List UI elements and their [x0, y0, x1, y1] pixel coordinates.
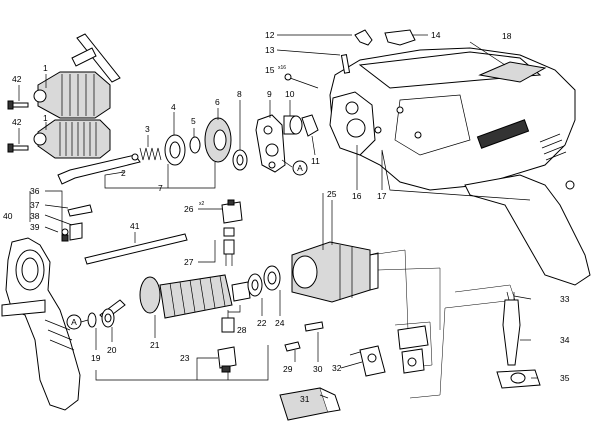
- leader-lines: [18, 34, 538, 399]
- callout-1b: 1: [43, 113, 48, 123]
- stator-part-25: [291, 241, 379, 303]
- part-14-bracket: [384, 29, 416, 46]
- callout-41: 41: [130, 221, 140, 231]
- gear-plate-part-9: [255, 114, 286, 173]
- callout-9: 9: [267, 89, 272, 99]
- callout-24: 24: [275, 318, 285, 328]
- callout-26: 26: [184, 204, 194, 214]
- brush-part-28: [221, 310, 235, 333]
- ring-part-5: [189, 136, 201, 154]
- callout-34: 34: [560, 335, 570, 345]
- part-13-pin: [340, 54, 351, 74]
- screws-42: [7, 100, 29, 153]
- callout-13: 13: [265, 45, 275, 55]
- callout-42a: 42: [12, 74, 22, 84]
- bushing-part-10: [283, 115, 303, 135]
- callout-31: 31: [300, 394, 310, 404]
- callout-38: 38: [30, 211, 40, 221]
- keyed-chuck: [33, 71, 111, 119]
- callout-33: 33: [560, 294, 570, 304]
- callout-14: 14: [431, 30, 441, 40]
- marker-a-bottom-label: A: [71, 317, 77, 327]
- callout-4: 4: [171, 102, 176, 112]
- callout-27: 27: [184, 257, 194, 267]
- callout-3: 3: [145, 124, 150, 134]
- armature-part-21: [99, 274, 251, 321]
- callout-36: 36: [30, 186, 40, 196]
- callout-18: 18: [502, 31, 512, 41]
- washer-part-8: [232, 149, 248, 171]
- bearing-part-22: [247, 273, 263, 297]
- bearing-part-20: [101, 308, 115, 328]
- marker-a-bottom: A: [66, 314, 89, 330]
- callout-labels: 1 1 2 3 4 5 6 7 8 9 10 11 12 13 14 15 x1…: [3, 30, 570, 404]
- callout-10: 10: [285, 89, 295, 99]
- callout-19: 19: [91, 353, 101, 363]
- callout-23: 23: [180, 353, 190, 363]
- clip-part-11: [301, 114, 319, 137]
- callout-2: 2: [121, 168, 126, 178]
- depth-stop-parts-36-39: [61, 204, 93, 242]
- gear-part-6: [204, 117, 232, 163]
- carbon-brush-part-27: [223, 227, 235, 266]
- callout-5: 5: [191, 116, 196, 126]
- bearing-part-24: [263, 265, 281, 291]
- spring-part-3: [139, 147, 162, 161]
- callout-8: 8: [237, 89, 242, 99]
- callout-20: 20: [107, 345, 117, 355]
- top-cover-part-18: [478, 61, 547, 83]
- callout-15: 15: [265, 65, 275, 75]
- marker-a-top: A: [292, 160, 308, 176]
- connectors-29-30: [284, 321, 324, 352]
- callout-29: 29: [283, 364, 293, 374]
- callout-17: 17: [377, 191, 387, 201]
- part-12-clip: [354, 29, 373, 46]
- callout-35: 35: [560, 373, 570, 383]
- chuck-key: [71, 33, 121, 83]
- callout-28: 28: [237, 325, 247, 335]
- callout-37: 37: [30, 200, 40, 210]
- main-housing: [329, 47, 591, 286]
- cable-protector-part-34: [502, 291, 521, 366]
- switch-part-32: [349, 345, 386, 377]
- callout-7: 7: [158, 183, 163, 193]
- capacitor-block: [397, 325, 429, 374]
- wiring: [369, 249, 516, 399]
- callout-32: 32: [332, 363, 342, 373]
- callout-21: 21: [150, 340, 160, 350]
- callout-12: 12: [265, 30, 275, 40]
- callout-11: 11: [311, 156, 320, 166]
- callout-26-qty: x2: [199, 201, 205, 207]
- depth-rod-part-41: [84, 233, 188, 265]
- side-handle: [1, 237, 81, 411]
- callout-15-qty: x16: [278, 65, 286, 71]
- cord-clamp-part-35: [496, 369, 541, 389]
- washer-part-19: [87, 312, 97, 328]
- callout-40: 40: [3, 211, 13, 221]
- callout-1a: 1: [43, 63, 48, 73]
- brush-holder-part-23: [217, 346, 237, 373]
- brush-holder-part-26: [221, 199, 243, 224]
- bearing-part-4: [164, 134, 186, 166]
- callout-16: 16: [352, 191, 362, 201]
- callout-6: 6: [215, 97, 220, 107]
- callout-42b: 42: [12, 117, 22, 127]
- callout-22: 22: [257, 318, 267, 328]
- cord-block-part-31: [279, 387, 341, 421]
- callout-25: 25: [327, 189, 337, 199]
- spindle-part-2: [57, 153, 141, 185]
- marker-a-top-label: A: [297, 163, 303, 173]
- keyless-chuck: [33, 119, 111, 159]
- callout-30: 30: [313, 364, 323, 374]
- part-15-screw: [284, 73, 319, 89]
- callout-39: 39: [30, 222, 40, 232]
